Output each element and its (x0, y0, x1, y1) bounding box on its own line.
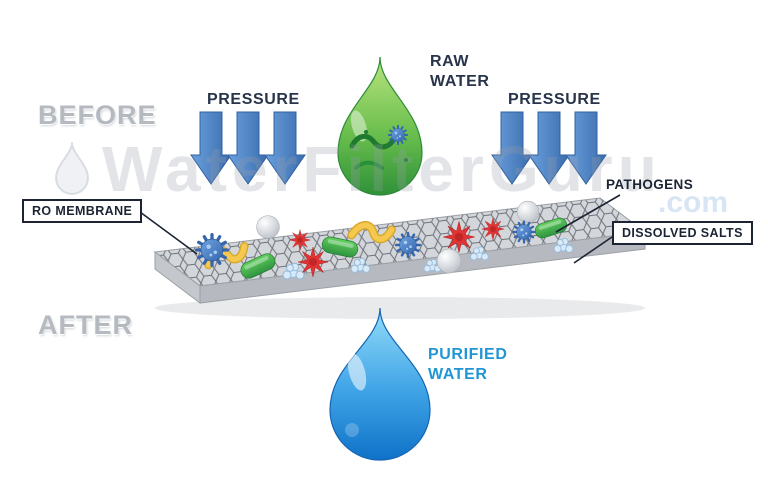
dissolved-salts-label: DISSOLVED SALTS (612, 221, 753, 245)
raw-water-droplet (337, 56, 423, 196)
ro-membrane-leader-line (139, 211, 198, 255)
red-pathogen-icon (442, 220, 476, 254)
pressure-arrows-right (491, 111, 607, 185)
purified-water-line1: PURIFIED (428, 346, 508, 363)
red-pathogen-icon (481, 217, 505, 241)
sphere-particle-icon (256, 215, 280, 239)
membrane-shadow (155, 297, 645, 319)
red-pathogen-icon (289, 229, 311, 251)
pressure-label-left: PRESSURE (207, 91, 300, 108)
raw-water-line2: WATER (430, 73, 490, 90)
pathogens-leader-line (555, 194, 621, 233)
dissolved-salts-leader-line (573, 236, 613, 264)
pathogens-label: PATHOGENS (606, 177, 694, 192)
sphere-particle-icon (436, 248, 462, 274)
purified-water-line2: WATER (428, 366, 488, 383)
pressure-label-right: PRESSURE (508, 91, 601, 108)
raw-water-line1: RAW (430, 53, 470, 70)
raw-water-label: RAW WATER (430, 52, 490, 92)
purified-water-droplet (329, 307, 431, 461)
after-label: AFTER (38, 310, 133, 340)
raw-water-microbes (349, 124, 409, 170)
ro-membrane-label: RO MEMBRANE (22, 199, 143, 223)
sphere-particle-icon (516, 200, 540, 224)
red-pathogen-icon (297, 246, 329, 278)
purified-water-label: PURIFIED WATER (428, 345, 507, 385)
pressure-arrows-left (190, 111, 306, 185)
before-label: BEFORE (38, 100, 157, 130)
